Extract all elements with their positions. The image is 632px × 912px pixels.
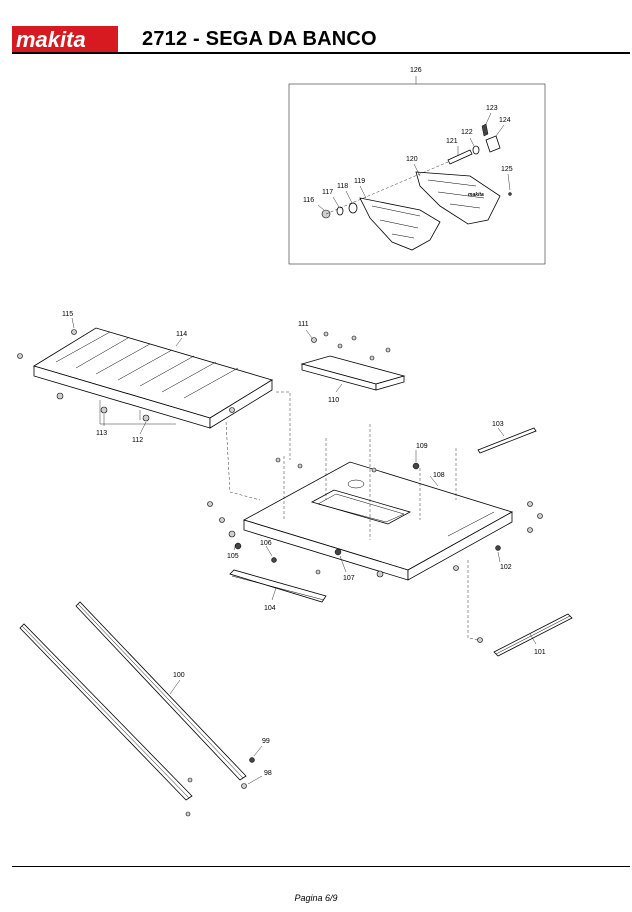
- callout-102: 102: [500, 564, 512, 571]
- callout-104: 104: [264, 605, 276, 612]
- logo-text: makita: [16, 27, 86, 52]
- logo-background: [12, 26, 118, 52]
- table-top-114: 114 115 113 112: [17, 311, 273, 444]
- callout-111: 111: [298, 321, 309, 328]
- callout-103: 103: [492, 421, 504, 428]
- page-header: makita 2712 - SEGA DA BANCO: [0, 0, 632, 56]
- callout-106: 106: [260, 540, 272, 547]
- pin-123: [481, 123, 489, 137]
- page-number: Pagina 6/9: [294, 893, 338, 903]
- guard-right-half: [415, 171, 501, 225]
- callout-109: 109: [416, 443, 428, 450]
- callout-110: 110: [328, 397, 339, 404]
- callout-120: 120: [406, 156, 418, 163]
- washer-118: [348, 202, 358, 214]
- callout-122: 122: [461, 129, 473, 136]
- callout-116: 116: [303, 197, 314, 204]
- callout-101: 101: [534, 649, 546, 656]
- callout-99: 99: [262, 738, 270, 745]
- callout-105: 105: [227, 553, 239, 560]
- callout-118: 118: [337, 183, 348, 190]
- callout-121: 121: [446, 138, 458, 145]
- strip-103: 103: [477, 421, 537, 454]
- callout-114: 114: [176, 331, 187, 338]
- callout-115: 115: [62, 311, 73, 318]
- page-title: 2712 - SEGA DA BANCO: [142, 28, 377, 50]
- washer-122: [472, 145, 480, 155]
- callout-117: 117: [322, 189, 333, 196]
- screw-125: [508, 192, 512, 196]
- makita-logo: makita: [12, 26, 118, 52]
- knob-124: [485, 135, 501, 153]
- plate-110: 111 110: [298, 321, 406, 404]
- callout-100: 100: [173, 672, 185, 679]
- base-108: 108 109 105 106 107 102: [207, 391, 543, 582]
- callout-123: 123: [486, 105, 498, 112]
- bolt-121: [447, 149, 473, 165]
- callout-119: 119: [354, 178, 365, 185]
- callout-113: 113: [96, 430, 107, 437]
- header-divider: [12, 52, 630, 54]
- callout-98: 98: [264, 770, 272, 777]
- callout-108: 108: [433, 472, 445, 479]
- callout-107: 107: [343, 575, 355, 582]
- callout-125: 125: [501, 166, 513, 173]
- callout-126: 126: [410, 67, 422, 74]
- inset-frame: [288, 83, 546, 265]
- blade-guard-inset: 126 makita 116 117 118 119 120 121: [288, 67, 546, 265]
- rail-101: 101: [467, 560, 573, 657]
- legs-100: 100 99 98: [19, 601, 272, 817]
- footer-divider: [12, 866, 630, 867]
- washer-117: [336, 206, 344, 216]
- rail-104: 104: [229, 569, 327, 612]
- callout-124: 124: [499, 117, 511, 124]
- svg-text:makita: makita: [468, 192, 484, 198]
- callout-112: 112: [132, 437, 143, 444]
